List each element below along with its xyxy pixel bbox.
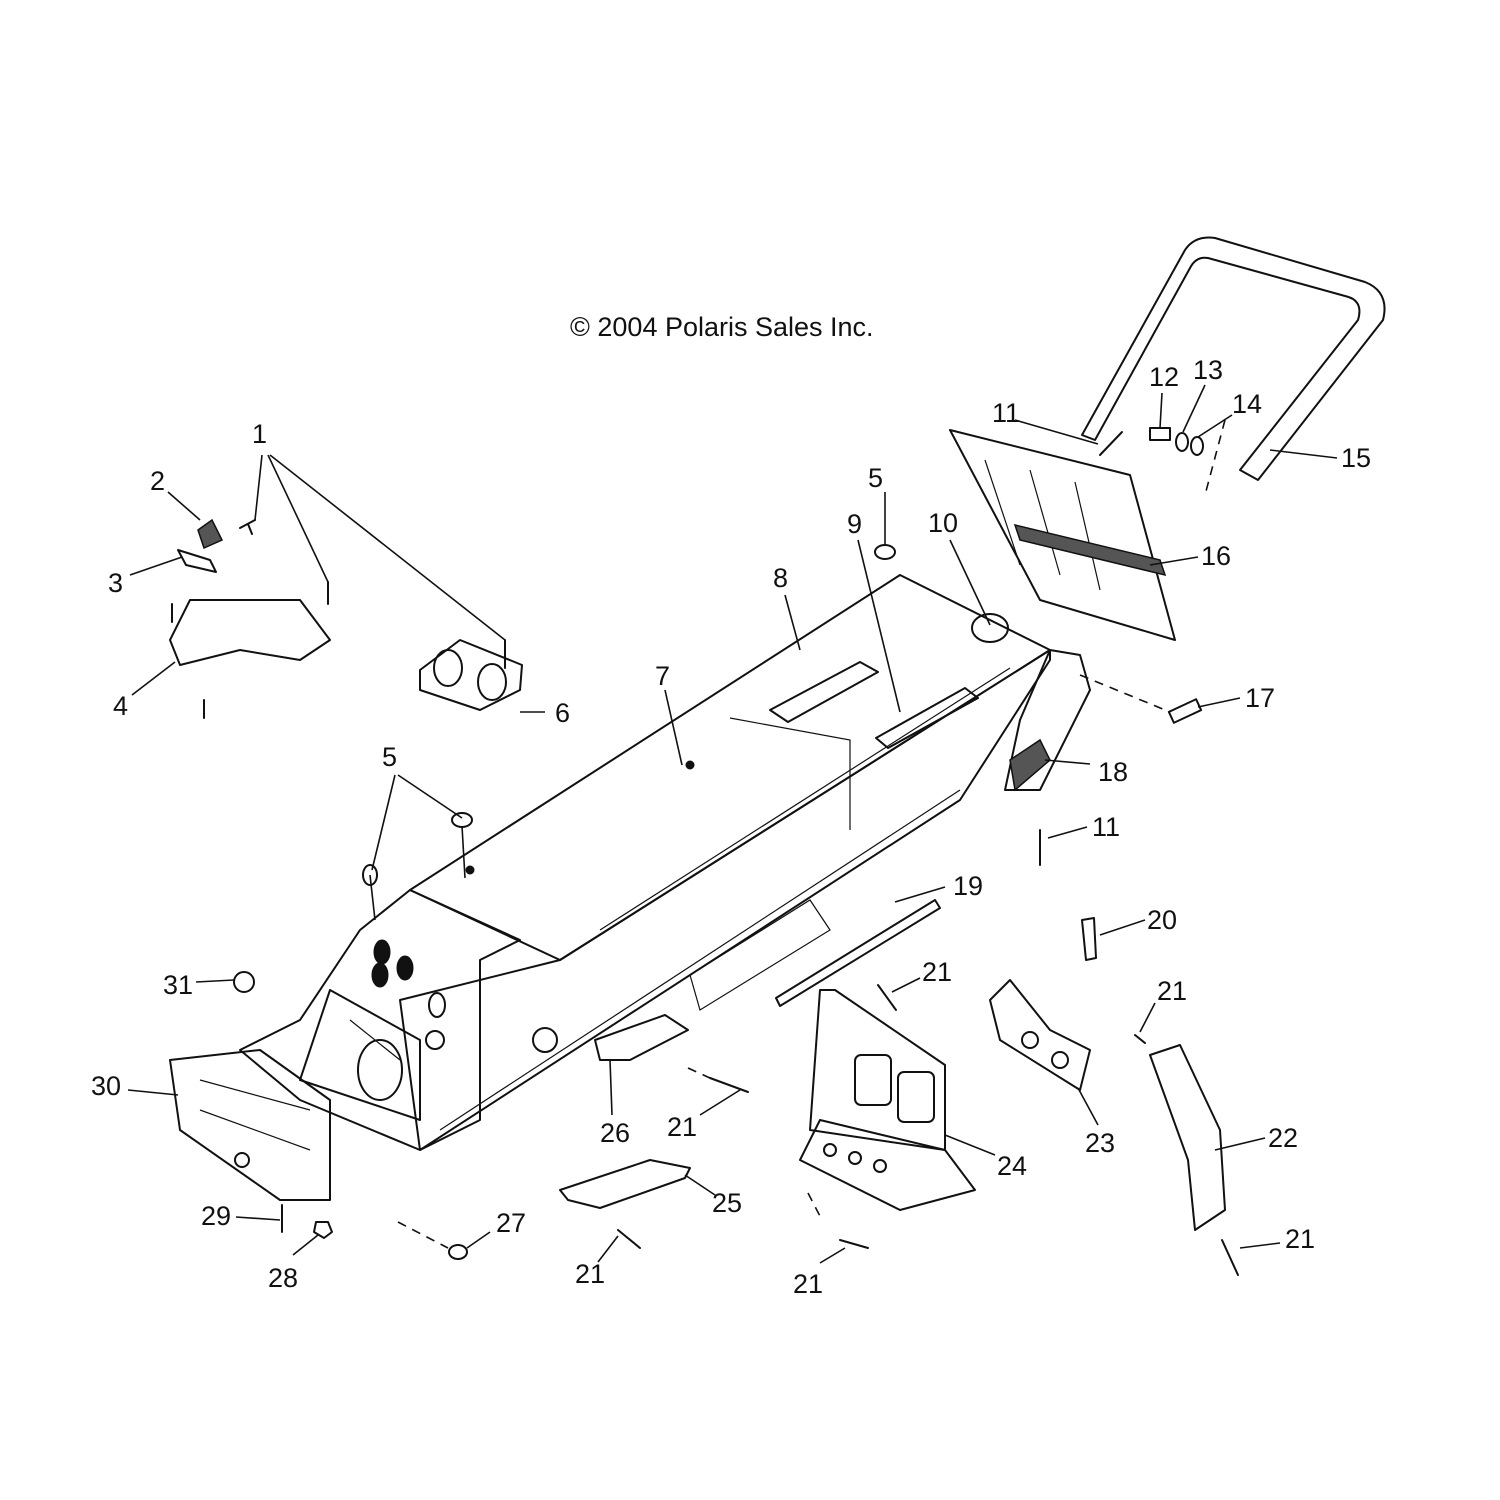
callout-8: 8	[773, 563, 788, 593]
callout-19: 19	[953, 871, 983, 901]
callout-5-front: 5	[382, 742, 397, 772]
callout-5-rear: 5	[868, 463, 883, 493]
screws-part-1	[239, 519, 506, 669]
callout-12: 12	[1149, 362, 1179, 392]
plate-part-25	[559, 1159, 691, 1209]
reflector-part-17	[1167, 698, 1203, 724]
callout-30: 30	[91, 1071, 121, 1101]
callout-7: 7	[655, 661, 670, 691]
callout-3: 3	[108, 568, 123, 598]
callout-21-a: 21	[922, 957, 952, 987]
copyright-notice: © 2004 Polaris Sales Inc.	[570, 312, 874, 342]
callout-17: 17	[1245, 683, 1275, 713]
side-panel-part-22	[1149, 1044, 1226, 1231]
callout-22: 22	[1268, 1123, 1298, 1153]
callout-13: 13	[1193, 355, 1223, 385]
callout-16: 16	[1201, 541, 1231, 571]
callout-31: 31	[163, 970, 193, 1000]
callout-11-top: 11	[992, 398, 1020, 428]
grab-handle-part-15	[1081, 236, 1386, 481]
snow-flap-part-16	[949, 429, 1176, 641]
callout-1: 1	[252, 419, 267, 449]
callout-21-d: 21	[575, 1259, 605, 1289]
bracket-part-23	[989, 979, 1091, 1091]
callout-23: 23	[1085, 1128, 1115, 1158]
callout-6: 6	[555, 698, 570, 728]
callout-21-e: 21	[793, 1269, 823, 1299]
bracket-part-24	[799, 989, 976, 1211]
callout-labels: 1 2 3 4 5 6 7 8 9 5 10 11 12 13 14 15 16…	[91, 355, 1371, 1299]
callout-25: 25	[712, 1188, 742, 1218]
bracket-part-4	[169, 599, 331, 719]
plate-part-6	[419, 639, 523, 711]
callout-21-b: 21	[1157, 976, 1187, 1006]
callout-11-bottom: 11	[1092, 812, 1120, 842]
rivets-part-21	[617, 431, 1239, 1276]
callout-2: 2	[150, 466, 165, 496]
plug-part-27	[448, 1244, 468, 1260]
nut-part-28	[313, 1221, 333, 1239]
callout-9: 9	[847, 509, 862, 539]
alignment-lines	[397, 419, 1226, 1249]
bracket-part-26	[594, 1014, 689, 1061]
callout-10: 10	[928, 508, 958, 538]
callout-27: 27	[496, 1208, 526, 1238]
callout-28: 28	[268, 1263, 298, 1293]
bolt-part-20	[1081, 917, 1097, 961]
chassis-tunnel	[239, 544, 1051, 1151]
plate-part-3	[177, 549, 217, 573]
callout-18: 18	[1098, 757, 1128, 787]
callout-15: 15	[1341, 443, 1371, 473]
front-bumper	[169, 1049, 331, 1201]
callout-26: 26	[600, 1118, 630, 1148]
callout-21-c: 21	[667, 1112, 697, 1142]
callout-29: 29	[201, 1201, 231, 1231]
hardware-parts-12-14	[1149, 427, 1204, 456]
strip-part-19	[775, 899, 941, 1007]
callout-4: 4	[113, 691, 128, 721]
clip-part-2	[197, 518, 224, 550]
leader-lines	[127, 384, 1338, 1264]
callout-14: 14	[1232, 389, 1262, 419]
callout-20: 20	[1147, 905, 1177, 935]
clip-part-31	[233, 971, 255, 993]
callout-21-f: 21	[1285, 1224, 1315, 1254]
callout-24: 24	[997, 1151, 1027, 1181]
